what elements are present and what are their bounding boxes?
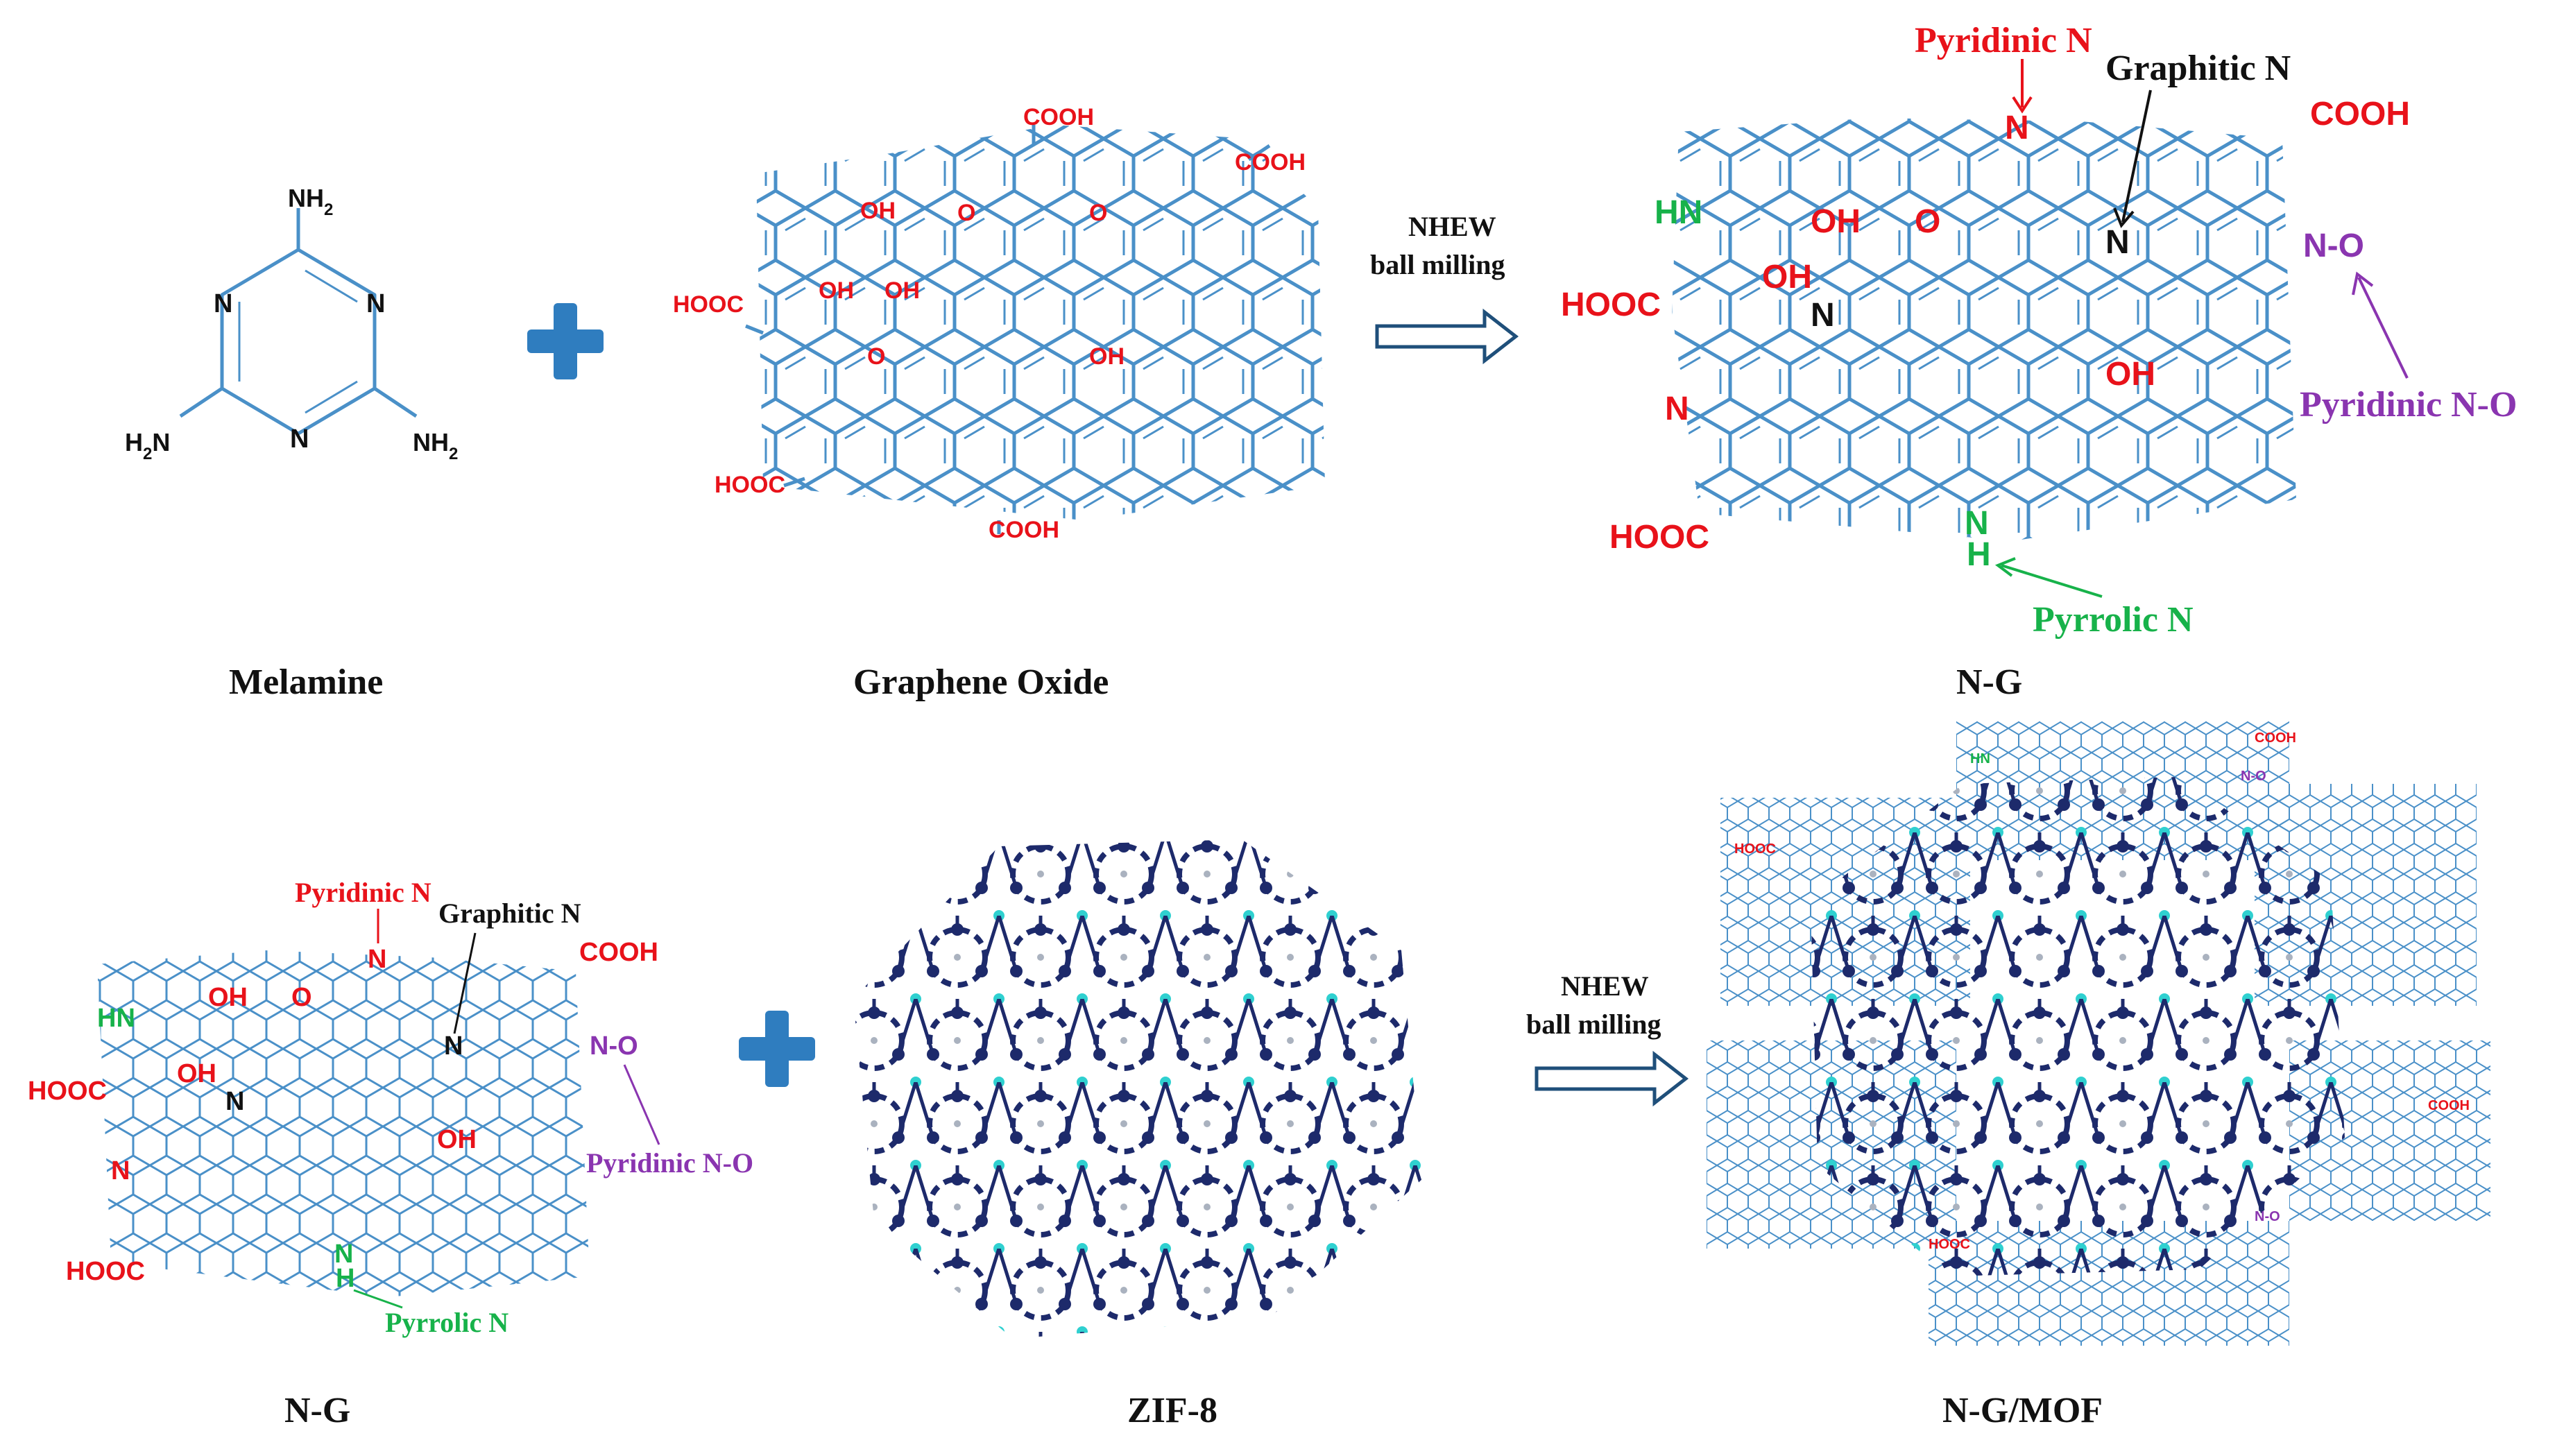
- ng2-pyrrolic-h: H: [336, 1264, 354, 1293]
- go-cooh-2: COOH: [1235, 149, 1306, 175]
- ng2-n-o: N-O: [590, 1031, 638, 1061]
- plus-icon-2: [739, 1011, 815, 1087]
- ng2-nitrogen-labels: Pyridinic N Graphitic N Pyridinic N-O Py…: [295, 877, 753, 1338]
- ng2-pyridinic-n-top: N: [368, 945, 386, 974]
- ng2-graphitic-n-atom: N: [444, 1031, 463, 1061]
- mof-cooh-2: COOH: [2428, 1098, 2470, 1113]
- amine-top: NH2: [288, 184, 333, 219]
- ng1-pyrrolic-n-atom: N: [1965, 505, 1989, 542]
- amine-right: NH2: [413, 428, 458, 463]
- ngmof-composite: COOH HOOC COOH HOOC N-O N-O HN: [1707, 721, 2490, 1346]
- ng2-pyridinic-n-atom: N: [111, 1156, 130, 1185]
- label-pyridinic-no-2: Pyridinic N-O: [586, 1147, 753, 1179]
- ng1-hooc-2: HOOC: [1609, 519, 1709, 556]
- go-o-3: O: [867, 343, 885, 370]
- ng1-o-1: O: [1915, 203, 1940, 240]
- process-label-1-line2: ball milling: [1370, 249, 1505, 280]
- go-oh-1: OH: [860, 198, 896, 224]
- go-oh-4: OH: [1089, 343, 1125, 370]
- ng2-oh-2: OH: [177, 1059, 216, 1088]
- ring-n-right: N: [366, 289, 385, 318]
- process-arrow-1: NHEW ball milling: [1370, 211, 1519, 365]
- ng2-oh-1: OH: [208, 983, 248, 1012]
- mof-n-o-1: N-O: [2241, 769, 2266, 784]
- ring-n-bottom: N: [290, 425, 309, 454]
- ng2-hooc-2: HOOC: [66, 1257, 145, 1286]
- label-graphitic-n-2: Graphitic N: [438, 898, 581, 929]
- process-label-2-line2: ball milling: [1526, 1009, 1661, 1040]
- ng1-pyridinic-n-top: N: [2005, 110, 2029, 146]
- label-pyridinic-n-2: Pyridinic N: [295, 877, 431, 908]
- ng1-oh-2: OH: [1762, 259, 1812, 296]
- ng2-hooc-1: HOOC: [28, 1077, 107, 1106]
- go-cooh-3: COOH: [989, 517, 1059, 543]
- amine-left: H2N: [125, 428, 170, 463]
- go-o-1: O: [957, 200, 975, 226]
- process-arrow-2: NHEW ball milling: [1526, 970, 1689, 1107]
- label-pyridinic-n-1: Pyridinic N: [1915, 21, 2092, 60]
- ng1-oh-1: OH: [1811, 203, 1861, 240]
- ng1-hn: HN: [1655, 194, 1702, 231]
- ng2-hn: HN: [97, 1004, 135, 1033]
- go-oh-2: OH: [819, 277, 854, 304]
- ring-n-left: N: [214, 289, 232, 318]
- plus-icon-1: [527, 303, 604, 379]
- go-oh-3: OH: [884, 277, 920, 304]
- ng2-cooh: COOH: [579, 938, 658, 967]
- ng1-nitrogen-labels: Pyridinic N Graphitic N Pyridinic N-O Py…: [1915, 21, 2517, 640]
- ng1-cooh: COOH: [2310, 96, 2410, 132]
- go-hooc-1: HOOC: [673, 291, 744, 318]
- label-pyrrolic-n-2: Pyrrolic N: [385, 1307, 508, 1338]
- ng1-pyrrolic-h: H: [1967, 536, 1991, 573]
- mof-hooc-1: HOOC: [1734, 841, 1776, 857]
- caption-ngmof: N-G/MOF: [1942, 1391, 2103, 1430]
- caption-graphene-oxide: Graphene Oxide: [853, 662, 1109, 702]
- ng1-n-o: N-O: [2303, 228, 2364, 264]
- process-label-1-line1: NHEW: [1408, 211, 1496, 242]
- ng1-pyridinic-n-atom: N: [1665, 391, 1689, 427]
- caption-melamine: Melamine: [229, 662, 383, 702]
- label-graphitic-n-1: Graphitic N: [2105, 49, 2291, 88]
- ng1-graphitic-n-2: N: [1811, 297, 1835, 334]
- process-label-2-line1: NHEW: [1561, 970, 1649, 1002]
- mof-hn-1: HN: [1970, 751, 1990, 766]
- label-pyrrolic-n-1: Pyrrolic N: [2033, 600, 2194, 640]
- caption-ng-bottom: N-G: [284, 1391, 350, 1430]
- ng2-pyrrolic-n-atom: N: [334, 1240, 353, 1269]
- label-pyridinic-no-1: Pyridinic N-O: [2300, 385, 2517, 425]
- ng-structure-small: COOH HOOC HOOC OH O OH OH N N N N HN N H…: [28, 938, 658, 1297]
- mof-cooh-1: COOH: [2255, 730, 2296, 746]
- ng1-oh-3: OH: [2105, 356, 2155, 393]
- caption-ng-top: N-G: [1956, 662, 2022, 702]
- ng2-o-1: O: [291, 983, 312, 1012]
- ng2-oh-3: OH: [437, 1125, 477, 1154]
- mof-n-o-2: N-O: [2255, 1209, 2280, 1224]
- go-hooc-2: HOOC: [715, 472, 785, 498]
- graphene-oxide-structure: COOH COOH HOOC HOOC COOH OH O O OH OH O …: [673, 104, 1325, 543]
- zif8-framework: [853, 839, 1422, 1339]
- ng1-hooc-1: HOOC: [1561, 286, 1661, 323]
- ng2-graphitic-n-2: N: [225, 1087, 244, 1116]
- mof-hooc-2: HOOC: [1929, 1237, 1970, 1252]
- ng1-graphitic-n-atom: N: [2105, 224, 2130, 261]
- caption-zif8: ZIF-8: [1127, 1391, 1217, 1430]
- go-cooh-1: COOH: [1023, 104, 1094, 130]
- go-o-2: O: [1089, 200, 1107, 226]
- melamine-structure: NH2 NH2 H2N N N N: [125, 184, 458, 463]
- ng-structure-large: COOH HOOC HOOC OH O OH OH N N N N HN N H…: [1561, 96, 2410, 573]
